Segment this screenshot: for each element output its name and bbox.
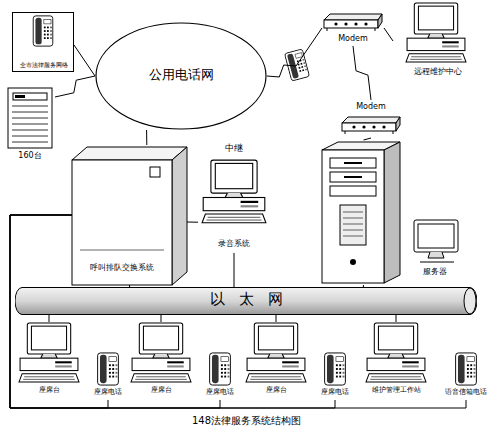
node-label: 座席电话 bbox=[313, 388, 357, 396]
connector-line bbox=[146, 130, 147, 145]
computer-icon bbox=[131, 323, 191, 382]
node-label: 录音系统 bbox=[198, 239, 270, 248]
diagram-caption: 148法律服务系统结构图 bbox=[0, 415, 493, 427]
node-label: 座席台 bbox=[126, 386, 196, 394]
phone-icon bbox=[210, 353, 231, 385]
desk-phone: 座席电话 bbox=[313, 350, 357, 400]
node-label: 语音信箱电话 bbox=[442, 388, 490, 396]
server: 服务器 bbox=[320, 140, 465, 285]
computer-icon bbox=[366, 323, 426, 382]
modem: Modem bbox=[322, 10, 384, 46]
computer-icon bbox=[202, 160, 266, 223]
node-label: 呼叫排队交换系统 bbox=[72, 263, 172, 272]
modem-icon bbox=[342, 117, 400, 134]
computer-icon bbox=[246, 323, 306, 382]
connector-line bbox=[276, 315, 277, 322]
workstation: 座席台 bbox=[18, 322, 80, 398]
node-label: 远程维护中心 bbox=[393, 67, 483, 76]
workstation: 维护管理工作站 bbox=[365, 322, 427, 398]
connector-line bbox=[267, 28, 322, 77]
phone-icon bbox=[325, 353, 346, 385]
connector-line bbox=[187, 222, 198, 223]
connector-line bbox=[353, 46, 371, 100]
desk-phone: 座席电话 bbox=[86, 350, 130, 400]
switch-cabinet bbox=[72, 147, 187, 285]
computer-icon bbox=[406, 3, 466, 62]
node-label: 座席台 bbox=[14, 386, 84, 394]
desk-phone: 座席电话 bbox=[198, 350, 242, 400]
node-label: 维护管理工作站 bbox=[361, 386, 431, 394]
switch-system: 呼叫排队交换系统 bbox=[72, 145, 187, 285]
computer-icon bbox=[19, 323, 79, 382]
server-monitor bbox=[414, 220, 458, 262]
workstation: 座席台 bbox=[130, 322, 192, 398]
node-label: 中继 bbox=[198, 143, 270, 153]
server-tower bbox=[322, 142, 400, 283]
phone-frame: 全市法律服务网络 bbox=[12, 12, 74, 72]
exchange-unit: 160台 bbox=[5, 85, 55, 165]
ethernet-bus: 以太网 bbox=[15, 287, 477, 315]
modem-icon bbox=[324, 14, 382, 31]
node-label: 座席台 bbox=[241, 386, 311, 394]
node-label: 座席电话 bbox=[198, 388, 242, 396]
workstation: 座席台 bbox=[245, 322, 307, 398]
connector-line bbox=[161, 315, 162, 322]
node-label: 座席电话 bbox=[86, 388, 130, 396]
connector-line bbox=[234, 253, 235, 287]
node-label: 全市法律服务网络 bbox=[13, 62, 75, 69]
connector-line bbox=[396, 315, 397, 322]
phone-icon bbox=[456, 353, 477, 385]
node-label: Modem bbox=[340, 102, 402, 111]
node-label: 160台 bbox=[5, 151, 55, 160]
connector-line bbox=[364, 138, 372, 140]
node-label: 以太网 bbox=[15, 291, 477, 308]
connector-line bbox=[55, 76, 95, 97]
connector-line bbox=[49, 315, 50, 322]
phone-icon bbox=[33, 16, 53, 46]
network-ellipse: 公用电话网 bbox=[95, 22, 267, 130]
phone-icon bbox=[98, 353, 119, 385]
recording-system: 中继录音系统 bbox=[198, 143, 270, 253]
desk-phone: 语音信箱电话 bbox=[442, 350, 490, 400]
modem: Modem bbox=[340, 100, 402, 138]
connector-line bbox=[129, 285, 130, 287]
node-label: Modem bbox=[322, 34, 384, 43]
connector-line bbox=[74, 45, 95, 76]
connector-line bbox=[363, 285, 364, 287]
connector-line bbox=[384, 28, 393, 41]
remote-center: 远程维护中心 bbox=[393, 2, 483, 80]
node-label: 服务器 bbox=[406, 267, 464, 276]
node-label: 公用电话网 bbox=[95, 68, 267, 83]
exchange-rack bbox=[8, 88, 52, 148]
